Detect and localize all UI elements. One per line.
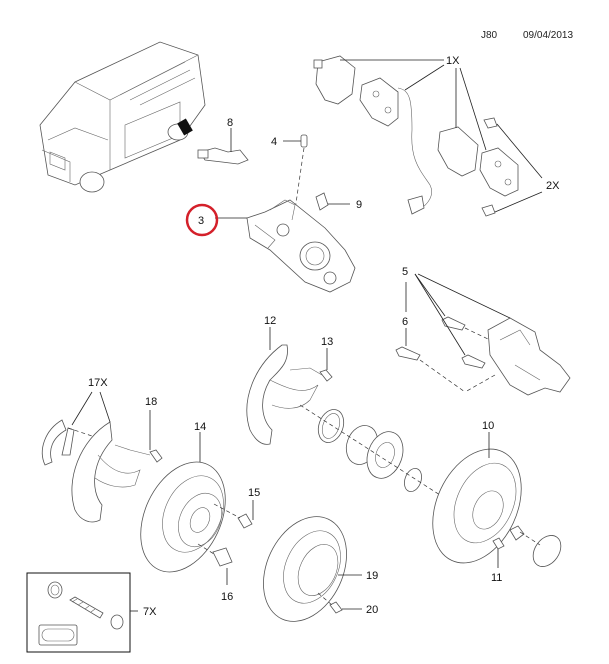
highlight-circle [185,203,219,237]
callout-5: 5 [402,266,408,278]
part-1x-brake-pads: 1X [313,55,519,215]
callout-20: 20 [366,604,378,616]
part-4-bleed-screw: 4 [271,134,308,211]
callout-14: 14 [194,421,206,433]
diagram-date: 09/04/2013 [523,30,574,41]
callout-13: 13 [321,336,333,348]
callout-18: 18 [145,396,157,408]
callout-1x: 1X [446,55,460,67]
part-9-clip: 9 [315,192,362,211]
part-2x-clips: 2X [481,117,560,217]
callout-16: 16 [221,591,233,603]
callout-3: 3 [198,215,204,227]
callout-2x: 2X [546,180,560,192]
part-3-caliper: 3 [185,199,356,293]
callout-6: 6 [402,316,408,328]
diagram-code: J80 [481,30,498,41]
part-17x-parking-brake: 17X 18 [41,377,163,523]
callout-4: 4 [271,136,277,148]
part-12-splash-shield: 12 13 [246,315,333,445]
part-10-brake-disc: 10 11 [432,420,562,584]
callout-17x: 17X [88,377,108,389]
van-illustration [39,41,206,193]
part-7x-repair-kit: 7X [26,572,157,653]
callout-9: 9 [356,199,362,211]
callout-19: 19 [366,570,378,582]
callout-7x: 7X [143,606,157,618]
callout-11: 11 [491,572,502,584]
callout-10: 10 [482,420,494,432]
hub-assembly [299,404,441,496]
part-5-carrier: 5 6 [395,266,571,396]
part-19-brake-disc: 19 20 [263,516,378,622]
part-14-brake-disc: 14 15 16 [140,421,260,603]
callout-8: 8 [227,117,233,129]
callout-12: 12 [264,315,276,327]
callout-15: 15 [248,487,260,499]
part-8-bracket: 8 [197,117,249,165]
